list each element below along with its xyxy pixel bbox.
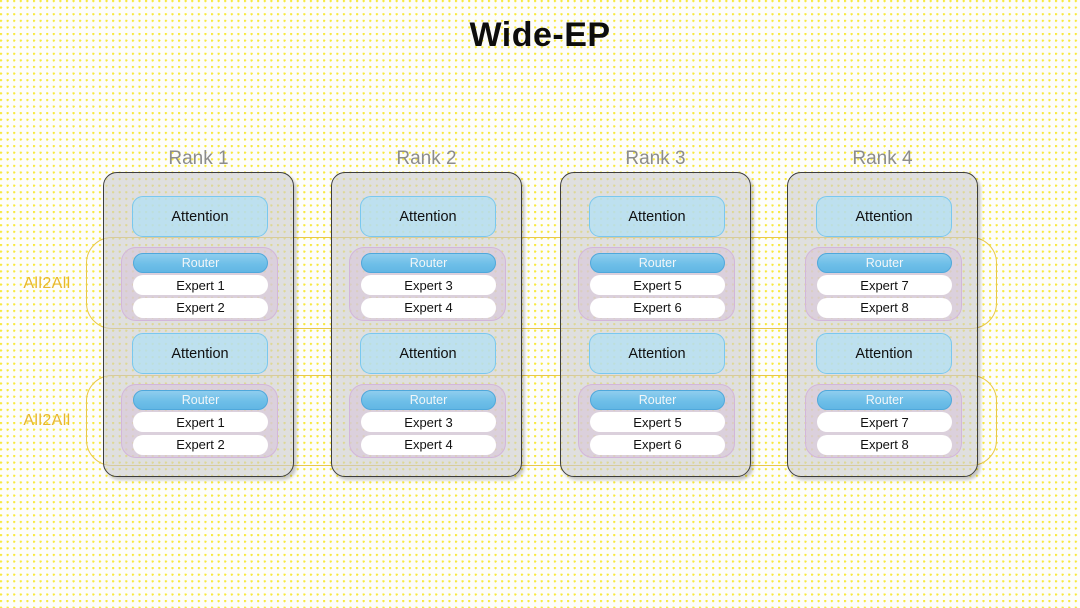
expert-block[interactable]: Expert 6 [590,434,725,455]
expert-block[interactable]: Expert 1 [133,275,268,295]
page-title: Wide-EP [469,16,611,54]
expert-block[interactable]: Expert 3 [361,412,496,432]
rank-label-4: Rank 4 [852,148,913,169]
attention-block-1[interactable]: Attention [816,196,952,237]
router-block[interactable]: Router [361,252,496,273]
router-block[interactable]: Router [133,389,268,410]
all2all-band-2 [86,375,997,466]
all2all-label-2: All2All [23,412,71,429]
attention-block-1[interactable]: Attention [132,196,268,237]
attention-block-1[interactable]: Attention [360,196,496,237]
router-block[interactable]: Router [133,252,268,273]
expert-block[interactable]: Expert 6 [590,297,725,318]
router-block[interactable]: Router [817,252,952,273]
expert-block[interactable]: Expert 8 [817,434,952,455]
router-block[interactable]: Router [590,252,725,273]
expert-block[interactable]: Expert 8 [817,297,952,318]
rank-label-1: Rank 1 [168,148,229,169]
expert-block[interactable]: Expert 4 [361,297,496,318]
rank-label-2: Rank 2 [396,148,457,169]
all2all-band-1 [86,237,997,329]
expert-block[interactable]: Expert 2 [133,297,268,318]
all2all-label-1: All2All [23,275,71,292]
expert-block[interactable]: Expert 3 [361,275,496,295]
router-block[interactable]: Router [590,389,725,410]
attention-block-1[interactable]: Attention [589,196,725,237]
attention-block-2[interactable]: Attention [132,333,268,374]
rank-label-3: Rank 3 [625,148,686,169]
expert-block[interactable]: Expert 7 [817,412,952,432]
attention-block-2[interactable]: Attention [589,333,725,374]
expert-block[interactable]: Expert 2 [133,434,268,455]
attention-block-2[interactable]: Attention [816,333,952,374]
expert-block[interactable]: Expert 5 [590,275,725,295]
expert-block[interactable]: Expert 1 [133,412,268,432]
attention-block-2[interactable]: Attention [360,333,496,374]
router-block[interactable]: Router [817,389,952,410]
router-block[interactable]: Router [361,389,496,410]
expert-block[interactable]: Expert 7 [817,275,952,295]
expert-block[interactable]: Expert 5 [590,412,725,432]
expert-block[interactable]: Expert 4 [361,434,496,455]
